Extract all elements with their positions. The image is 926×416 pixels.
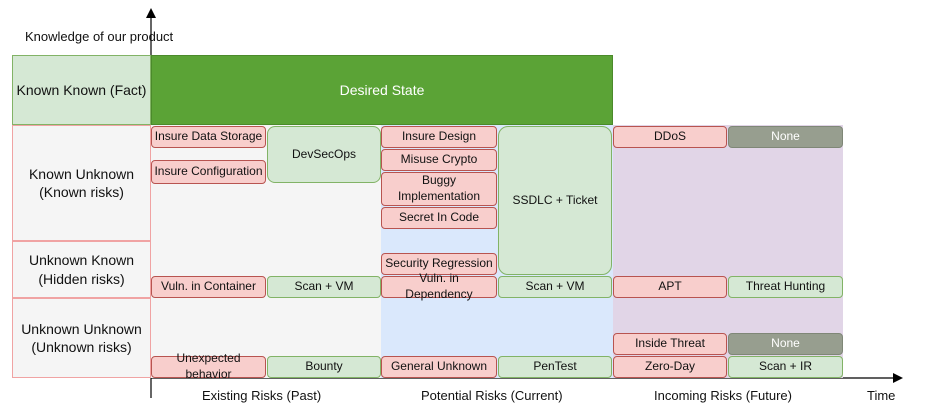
unknown-unknown-title: Unknown Unknown xyxy=(21,320,142,337)
current-scan-vm-mitigation: Scan + VM xyxy=(498,276,612,298)
ddos-none-mitigation: None xyxy=(728,126,843,148)
known-known-label: Known Known (Fact) xyxy=(16,82,147,98)
pentest-mitigation: PenTest xyxy=(498,356,612,378)
unknown-known-subtitle: (Hidden risks) xyxy=(38,270,125,287)
known-unknown-subtitle: (Known risks) xyxy=(39,184,124,200)
unknown-unknown-row-label: Unknown Unknown (Unknown risks) xyxy=(12,298,151,378)
inside-threat-risk: Inside Threat xyxy=(613,333,727,355)
future-column-label: Incoming Risks (Future) xyxy=(654,388,792,403)
unknown-unknown-subtitle: (Unknown risks) xyxy=(31,339,132,355)
bounty-mitigation: Bounty xyxy=(267,356,381,378)
vuln-container-risk: Vuln. in Container xyxy=(151,276,266,298)
desired-state-label: Desired State xyxy=(339,82,425,98)
unknown-known-row-label: Unknown Known (Hidden risks) xyxy=(12,241,151,298)
scan-ir-mitigation: Scan + IR xyxy=(728,356,843,378)
insure-design-risk: Insure Design xyxy=(381,126,497,148)
known-known-row-label-box: Known Known (Fact) xyxy=(12,55,151,125)
devsecops-mitigation: DevSecOps xyxy=(267,126,381,183)
known-unknown-title: Known Unknown xyxy=(28,165,135,182)
known-unknown-row-label: Known Unknown (Known risks) xyxy=(12,125,151,241)
buggy-implementation-line-1: Buggy xyxy=(421,173,457,188)
unknown-known-title: Unknown Known xyxy=(28,252,135,269)
unexpected-behavior-risk: Unexpected behavior xyxy=(151,351,266,381)
desired-state-band: Desired State xyxy=(151,55,613,125)
misuse-crypto-risk: Misuse Crypto xyxy=(381,149,497,171)
y-axis-arrow-icon xyxy=(146,8,156,18)
insure-configuration-risk: Insure Configuration xyxy=(151,160,266,184)
inside-threat-none-mitigation: None xyxy=(728,333,843,355)
buggy-implementation-line-2: Implementation xyxy=(397,189,481,203)
past-column-label: Existing Risks (Past) xyxy=(202,388,322,403)
x-axis-label: Time xyxy=(867,388,896,403)
vuln-dependency-risk: Vuln. in Dependency xyxy=(381,271,497,301)
sdlc-ticket-mitigation: SSDLC + Ticket xyxy=(498,126,612,275)
zero-day-risk: Zero-Day xyxy=(613,356,727,378)
past-scan-vm-mitigation: Scan + VM xyxy=(267,276,381,298)
threat-hunting-mitigation: Threat Hunting xyxy=(728,276,843,298)
y-axis-label: Knowledge of our product xyxy=(25,29,174,44)
general-unknown-risk: General Unknown xyxy=(381,356,497,378)
insure-data-storage-risk: Insure Data Storage xyxy=(151,126,266,148)
current-column-label: Potential Risks (Current) xyxy=(421,388,563,403)
ddos-risk: DDoS xyxy=(613,126,727,148)
security-regression-risk: Security Regression xyxy=(381,253,497,275)
x-axis-arrow-icon xyxy=(893,373,903,383)
buggy-implementation-risk: Buggy Implementation xyxy=(381,172,497,206)
apt-risk: APT xyxy=(613,276,727,298)
secret-in-code-risk: Secret In Code xyxy=(381,207,497,229)
